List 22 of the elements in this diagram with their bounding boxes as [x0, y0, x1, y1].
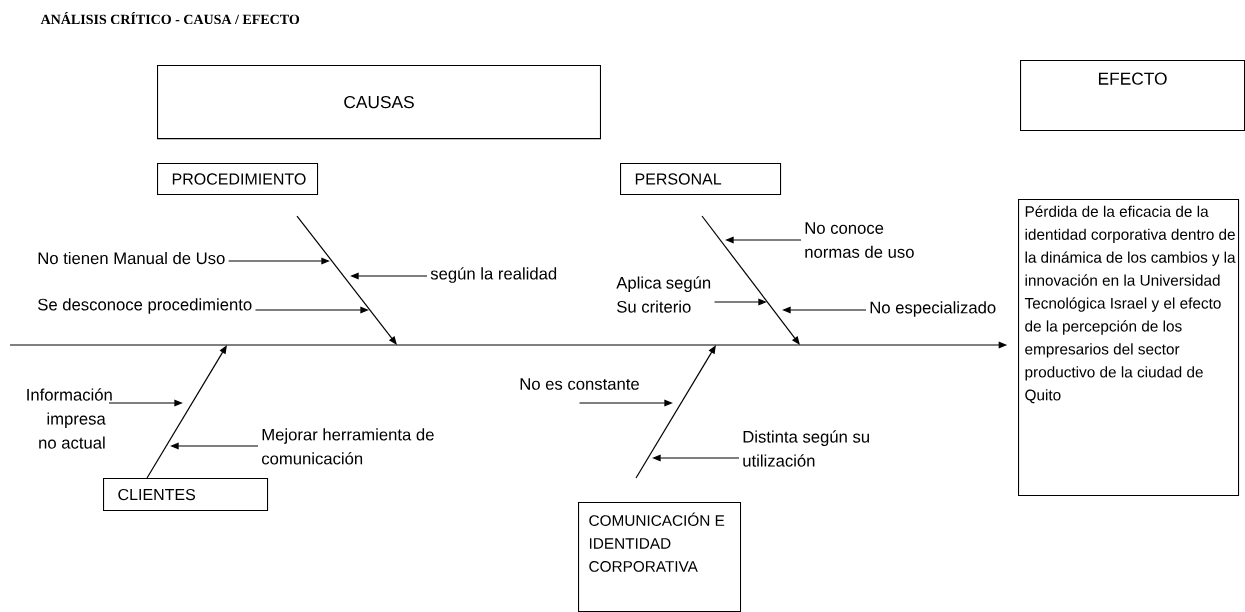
- cause-text: según la realidad: [430, 267, 557, 283]
- title: ANÁLISIS CRÍTICO - CAUSA / EFECTO: [40, 11, 300, 25]
- bone-arrow: [146, 345, 227, 479]
- heading-box: CAUSAS: [157, 65, 601, 140]
- cause-text: No tienen Manual de Uso: [38, 251, 225, 265]
- cause-text: Distinta según su utilización: [743, 430, 869, 467]
- category-box: COMUNICACIÓN E IDENTIDAD CORPORATIVA: [578, 502, 742, 612]
- cause-text: No es constante: [520, 378, 639, 390]
- cause-text: No conoce normas de uso: [805, 222, 914, 258]
- cause-text: Aplica según Su criterio: [616, 276, 711, 313]
- cause-text: No especializado: [870, 301, 996, 317]
- text-box: Pérdida de la eficacia de la identidad corporativa dentro de la dinámica de los cambios y la innovación en la Universidad Tecnológica Israel y el efecto de la percepción de los empresarios del sector productivo de la ciudad de Quito: [1018, 199, 1240, 497]
- bone-arrow: [296, 215, 397, 345]
- category-box: PERSONAL: [620, 163, 782, 195]
- cause-text: Información impresa no actual: [27, 388, 112, 449]
- cause-text: Mejorar herramienta de comunicación: [262, 428, 434, 465]
- category-box: PROCEDIMIENTO: [157, 163, 319, 195]
- heading-box: EFECTO: [1020, 60, 1245, 132]
- bone-arrow: [635, 345, 716, 479]
- bone-arrow: [701, 215, 800, 345]
- cause-text: Se desconoce procedimiento: [38, 298, 252, 314]
- category-box: CLIENTES: [103, 478, 269, 512]
